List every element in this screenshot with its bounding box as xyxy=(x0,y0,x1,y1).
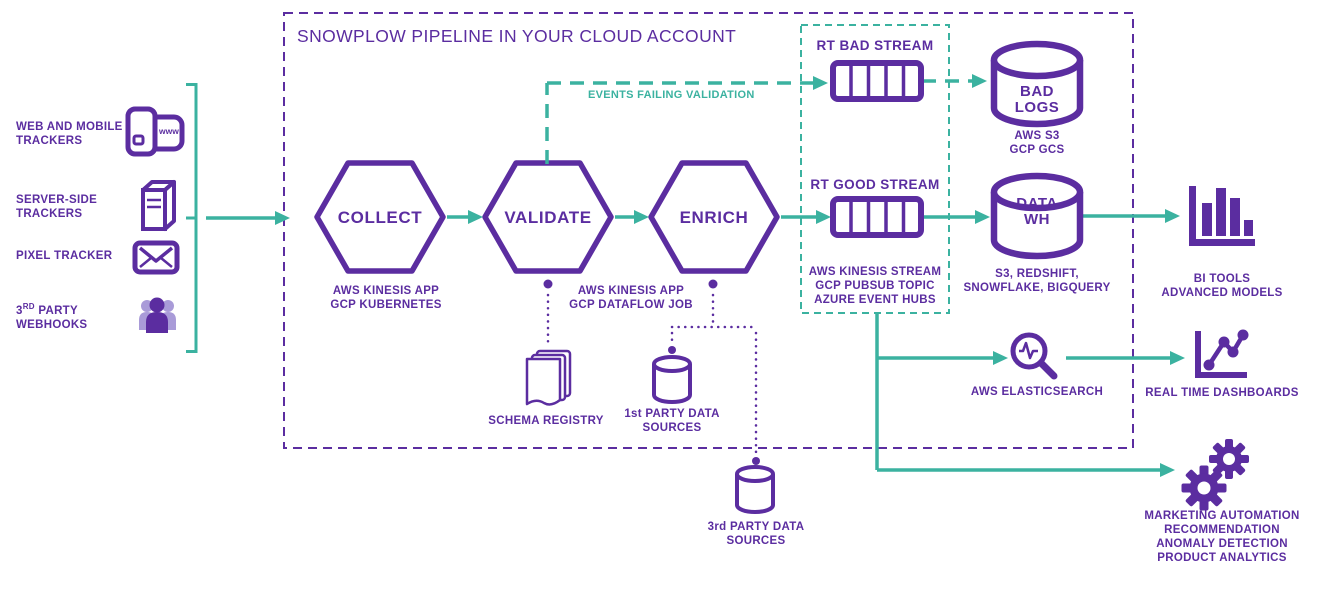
caption-line: BAD xyxy=(1019,83,1054,100)
bad-stream-queue-icon xyxy=(830,60,924,102)
schema-registry-label: SCHEMA REGISTRY xyxy=(488,415,604,427)
envelope-icon xyxy=(132,240,180,275)
enrich-hexagon xyxy=(648,160,780,274)
validate-enrich-caption: AWS KINESIS APP GCP DATAFLOW JOB xyxy=(569,284,693,312)
caption-line: BI TOOLS xyxy=(1193,273,1251,285)
source-label-line: PIXEL TRACKER xyxy=(16,250,113,262)
caption-line: 3rd PARTY DATA xyxy=(707,521,805,533)
caption-line: GCP DATAFLOW JOB xyxy=(569,299,693,311)
elasticsearch-arrow-head xyxy=(993,351,1008,365)
source-label-server-side: SERVER-SIDE TRACKERS xyxy=(16,193,97,221)
caption-line: DATA xyxy=(1016,195,1058,212)
entry-arrow-head xyxy=(275,211,290,225)
caption-line: SOURCES xyxy=(726,535,786,547)
elasticsearch-icon xyxy=(1010,332,1058,380)
server-icon xyxy=(141,180,176,231)
validate-label: VALIDATE xyxy=(504,208,592,227)
collect-hexagon xyxy=(314,160,446,274)
good-stream-caption: AWS KINESIS STREAM GCP PUBSUB TOPIC AZUR… xyxy=(809,265,942,307)
people-icon xyxy=(139,297,176,333)
www-label: www xyxy=(158,126,179,136)
flow-arrows xyxy=(447,214,1165,219)
flow-arrow-heads xyxy=(468,209,1180,224)
source-label-pixel: PIXEL TRACKER xyxy=(16,249,112,263)
caption-line: AWS S3 xyxy=(1014,130,1060,142)
events-failing-label: EVENTS FAILING VALIDATION xyxy=(588,89,755,101)
bi-tools-caption: BI TOOLS ADVANCED MODELS xyxy=(1161,272,1282,300)
first-party-cylinder-icon xyxy=(652,355,692,404)
caption-line: 1st PARTY DATA xyxy=(624,408,720,420)
caption-line: WH xyxy=(1024,210,1050,228)
caption-line: AWS KINESIS APP xyxy=(332,285,440,297)
caption-line: MARKETING AUTOMATION xyxy=(1144,510,1300,522)
elasticsearch-label: AWS ELASTICSEARCH xyxy=(970,386,1104,398)
good-stream-branch-lines xyxy=(875,313,1160,472)
data-warehouse-caption: S3, REDSHIFT, SNOWFLAKE, BIGQUERY xyxy=(963,267,1110,295)
good-stream-queue-icon xyxy=(830,196,924,238)
dotted-connectors xyxy=(543,279,760,465)
bar-chart-icon xyxy=(1189,186,1255,246)
caption-line: PRODUCT ANALYTICS xyxy=(1157,552,1287,564)
applications-arrow-head xyxy=(1160,463,1175,477)
gears-icon xyxy=(1181,439,1249,511)
caption-line: LOGS xyxy=(1014,98,1060,116)
source-label-web-mobile: WEB AND MOBILE TRACKERS xyxy=(16,120,123,148)
bad-logs-label: BAD LOGS xyxy=(1015,84,1060,115)
source-label-line: SERVER-SIDE xyxy=(16,194,98,206)
bad-stream-title: RT BAD STREAM xyxy=(816,38,934,53)
caption-line: GCP PUBSUB TOPIC xyxy=(815,280,935,292)
caption-line: S3, REDSHIFT, xyxy=(995,268,1079,280)
third-party-cylinder-icon xyxy=(735,465,775,514)
bad-logs-cylinder-icon xyxy=(990,40,1084,128)
caption-line: RECOMMENDATION xyxy=(1164,524,1280,536)
bad-logs-caption: AWS S3 GCP GCS xyxy=(1010,129,1065,157)
first-party-label: 1st PARTY DATA SOURCES xyxy=(624,407,719,435)
data-warehouse-label: DATA WH xyxy=(1016,196,1057,227)
source-label-webhooks: 3RD PARTY WEBHOOKS xyxy=(16,300,87,332)
caption-line: AWS KINESIS APP xyxy=(577,285,685,297)
dashboards-caption: REAL TIME DASHBOARDS xyxy=(1145,387,1299,399)
caption-line: GCP KUBERNETES xyxy=(330,299,442,311)
good-stream-title: RT GOOD STREAM xyxy=(810,177,940,192)
applications-caption: MARKETING AUTOMATION RECOMMENDATION ANOM… xyxy=(1144,509,1299,565)
schema-registry-icon xyxy=(525,349,572,406)
validate-hexagon xyxy=(482,160,614,274)
caption-line: SNOWFLAKE, BIGQUERY xyxy=(963,282,1111,294)
caption-line: SOURCES xyxy=(642,422,702,434)
caption-line: AWS KINESIS STREAM xyxy=(808,266,942,278)
source-label-line: 3RD PARTY xyxy=(16,302,78,317)
events-failing-arrow-head xyxy=(813,76,828,90)
source-label-line: WEB AND MOBILE xyxy=(16,121,123,133)
collect-caption: AWS KINESIS APP GCP KUBERNETES xyxy=(330,284,441,312)
events-failing-arrow xyxy=(545,81,813,164)
web-mobile-icon: www xyxy=(125,106,185,157)
collect-label: COLLECT xyxy=(337,208,423,227)
sources-bracket xyxy=(186,83,198,353)
source-label-line: WEBHOOKS xyxy=(16,318,88,331)
source-label-line: TRACKERS xyxy=(16,208,83,220)
line-chart-icon xyxy=(1195,329,1249,378)
bad-queue-to-badlogs-arrow-head xyxy=(972,74,987,88)
diagram-title: SNOWPLOW PIPELINE IN YOUR CLOUD ACCOUNT xyxy=(297,26,737,46)
data-warehouse-cylinder-icon xyxy=(990,172,1084,260)
stream-boundary xyxy=(800,24,950,314)
cloud-account-boundary xyxy=(283,12,1134,449)
enrich-label: ENRICH xyxy=(679,208,749,227)
caption-line: ADVANCED MODELS xyxy=(1161,287,1283,299)
dashboards-arrow-head xyxy=(1170,351,1185,365)
caption-line: AZURE EVENT HUBS xyxy=(814,294,936,306)
caption-line: ANOMALY DETECTION xyxy=(1156,538,1288,550)
caption-line: GCP GCS xyxy=(1009,144,1065,156)
source-label-line: TRACKERS xyxy=(16,135,83,147)
third-party-label: 3rd PARTY DATA SOURCES xyxy=(708,520,805,548)
